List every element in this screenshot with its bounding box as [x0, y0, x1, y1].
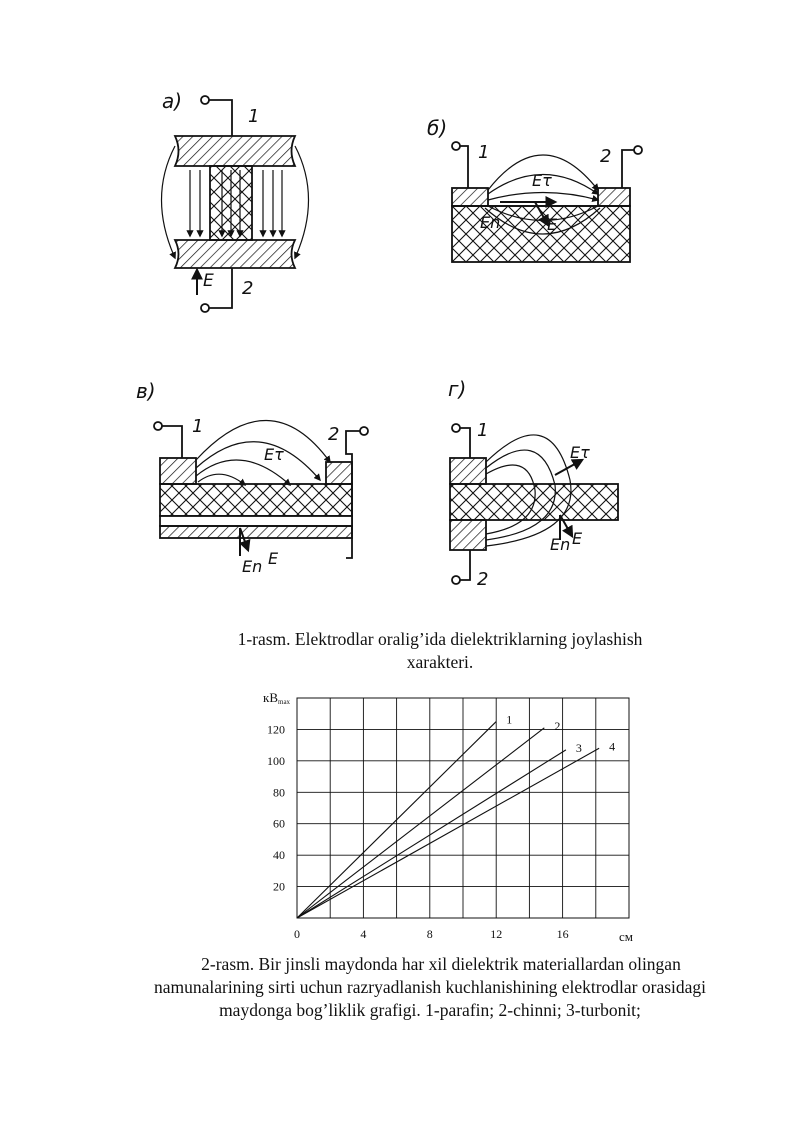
panel-v-field-label: E [268, 549, 279, 568]
y-axis-label: кВmax [263, 690, 291, 706]
panel-a-field-label: E [203, 271, 214, 291]
panel-b-letter: б) [427, 116, 447, 140]
figure-2-caption: 2-rasm. Bir jinsli maydonda har xil diel… [120, 953, 740, 1022]
x-tick-label: 16 [557, 927, 569, 941]
chart-ticks: 0 4 8 12 16 20 40 60 80 100 120 [267, 722, 569, 941]
figure-1-caption-line-2: xarakteri. [406, 652, 474, 672]
chart-grid [296, 697, 630, 919]
figure-2-caption-line-3: maydonga bog’liklik grafigi. 1-parafin; … [219, 1000, 641, 1020]
chart-series: 1 2 3 4 [296, 713, 615, 919]
series-line-4 [296, 747, 600, 919]
panel-g-letter: г) [448, 377, 466, 401]
figure-1-electrode-diagrams: a) 1 E 2 б) 1 2 [136, 89, 643, 590]
panel-g-electrode-1-label: 1 [477, 420, 488, 441]
panel-b-tangential-label: Eτ [532, 171, 552, 190]
series-label-2: 2 [554, 719, 560, 733]
y-tick-label: 60 [273, 817, 285, 831]
panel-b-normal-label: En [480, 213, 500, 232]
panel-v: в) 1 2 Eτ En E [136, 379, 369, 576]
panel-g-field-label: E [572, 529, 583, 548]
y-tick-label: 100 [267, 754, 285, 768]
x-tick-label: 0 [294, 927, 300, 941]
y-tick-label: 20 [273, 880, 285, 894]
panel-a: a) 1 E 2 [161, 89, 309, 313]
panel-a-electrode-2-label: 2 [242, 278, 253, 299]
panel-g-normal-label: En [550, 535, 570, 554]
figure-2-caption-line-1: 2-rasm. Bir jinsli maydonda har xil diel… [201, 954, 681, 974]
series-line-1 [296, 721, 497, 919]
x-tick-label: 8 [427, 927, 433, 941]
x-tick-label: 4 [360, 927, 366, 941]
panel-a-electrode-1-label: 1 [248, 106, 259, 127]
panel-g: г) 1 2 Eτ En E [448, 377, 619, 590]
figure-1-caption: 1-rasm. Elektrodlar oralig’ida dielektri… [180, 628, 700, 674]
x-tick-label: 12 [490, 927, 502, 941]
panel-b-electrode-2-label: 2 [600, 146, 611, 167]
y-tick-label: 80 [273, 785, 285, 799]
figure-1-caption-line-1: 1-rasm. Elektrodlar oralig’ida dielektri… [237, 629, 643, 649]
y-tick-label: 40 [273, 848, 285, 862]
x-axis-label: см [619, 929, 633, 944]
panel-v-normal-label: En [242, 557, 262, 576]
panel-v-electrode-1-label: 1 [192, 416, 203, 437]
series-line-2 [296, 727, 545, 919]
panel-b-field-label: E [547, 215, 558, 234]
panel-v-tangential-label: Eτ [264, 445, 284, 464]
series-line-3 [296, 749, 567, 919]
panel-v-electrode-2-label: 2 [328, 424, 339, 445]
series-label-4: 4 [609, 739, 615, 753]
panel-g-electrode-2-label: 2 [477, 569, 488, 590]
figure-2-caption-line-2: namunalarining sirti uchun razryadlanish… [153, 977, 707, 997]
panel-v-letter: в) [136, 379, 156, 403]
panel-g-tangential-label: Eτ [570, 443, 590, 462]
panel-b-electrode-1-label: 1 [478, 142, 489, 163]
series-label-1: 1 [506, 713, 512, 727]
series-label-3: 3 [576, 741, 582, 755]
panel-a-letter: a) [162, 89, 182, 113]
y-tick-label: 120 [267, 722, 285, 736]
panel-b: б) 1 2 Eτ En E [427, 116, 643, 263]
